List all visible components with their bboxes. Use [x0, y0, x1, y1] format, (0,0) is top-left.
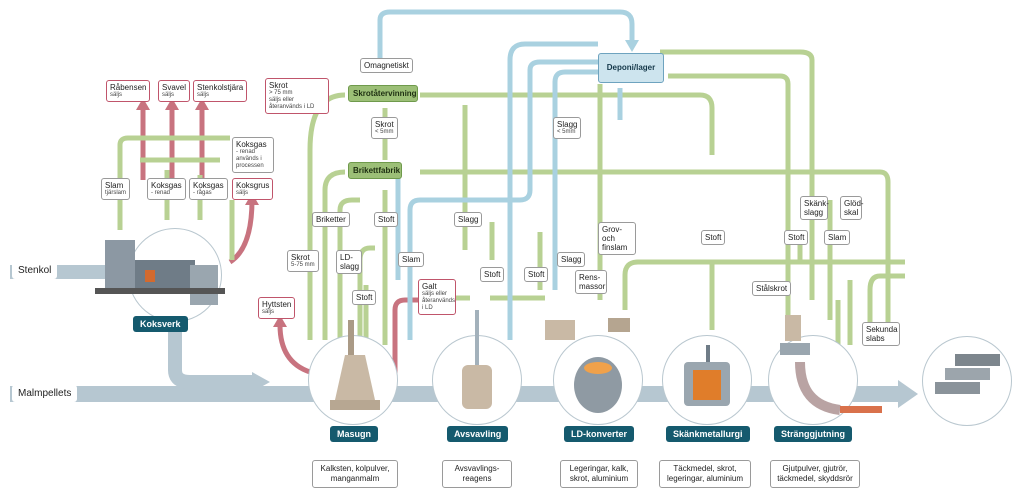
slagg-1-label: Slagg [454, 212, 483, 227]
omagnetiskt-label: Omagnetiskt [360, 58, 413, 73]
slam-1-label: Slam [398, 252, 425, 267]
grov-finslam-label: Grov- och finslam [598, 222, 636, 255]
masugn-title: Masugn [330, 426, 379, 442]
skankslagg-label: Skänk-slagg [800, 196, 829, 220]
stranggjutning-title: Stränggjutning [774, 426, 852, 442]
briketter-label: Briketter [312, 212, 350, 227]
malmpellets-label: Malmpellets [12, 385, 78, 402]
masugn-input: Kalksten, kolpulver, manganmalm [312, 460, 398, 488]
caster-illustration [780, 315, 882, 415]
stranggjutning-input: Gjutpulver, gjutrör, täckmedel, skyddsrö… [770, 460, 860, 488]
avsvavling-input: Avsvavlings-reagens [442, 460, 512, 488]
koksgas-processer-label: Koksgas- renad används i processen [232, 137, 274, 173]
koksgas-raa-label: Koksgas- rågas [189, 178, 228, 200]
slam-2-label: Slam [824, 230, 851, 245]
slabs-illustration [935, 354, 1000, 394]
converter-illustration [545, 318, 630, 413]
stoft-1-label: Stoft [374, 212, 399, 227]
blast-furnace-illustration [330, 320, 380, 410]
skrotatervinning-box: Skrotåtervinning [348, 85, 418, 102]
ld-konverter-input: Legeringar, kalk, skrot, aluminium [560, 460, 638, 488]
ld-slagg-label: LD-slagg [336, 250, 362, 274]
slagg-liten-label: Slagg< 5mm [553, 117, 582, 139]
skankmetallurgi-title: Skänkmetallurgi [666, 426, 750, 442]
avsvavling-title: Avsvavling [447, 426, 509, 442]
stoft-2-label: Stoft [352, 290, 377, 305]
koks-to-masugn-flow [168, 330, 255, 389]
stenkol-label: Stenkol [12, 262, 58, 279]
coke-oven-illustration [95, 240, 225, 305]
stoft-6-label: Stoft [784, 230, 809, 245]
koksgas-renad-label: Koksgas- renad [147, 178, 186, 200]
koksverk-title: Koksverk [133, 316, 188, 332]
glodskal-label: Glöd-skal [840, 196, 864, 220]
rensmassor-label: Rens-massor [575, 270, 607, 294]
green-flows [117, 49, 905, 345]
slabs-circle [922, 336, 1012, 426]
deponi-box: Deponi/lager [598, 53, 664, 83]
stoft-5-label: Stoft [701, 230, 726, 245]
skrot-liten-label: Skrot< 5mm [371, 117, 398, 139]
stoft-4-label: Stoft [524, 267, 549, 282]
stoft-3-label: Stoft [480, 267, 505, 282]
brikettfabrik-box: Brikettfabrik [348, 162, 402, 179]
ld-konverter-title: LD-konverter [564, 426, 635, 442]
sekunda-label: Sekunda slabs [862, 322, 900, 346]
skankmetallurgi-input: Täckmedel, skrot, legeringar, aluminium [659, 460, 751, 488]
slagg-2-label: Slagg [557, 252, 586, 267]
red-product-arrows [140, 108, 420, 375]
desulphurization-illustration [462, 310, 492, 409]
ladle-illustration [684, 345, 730, 406]
stalskrot-label: Stålskrot [752, 281, 792, 296]
blue-flows [377, 9, 635, 340]
